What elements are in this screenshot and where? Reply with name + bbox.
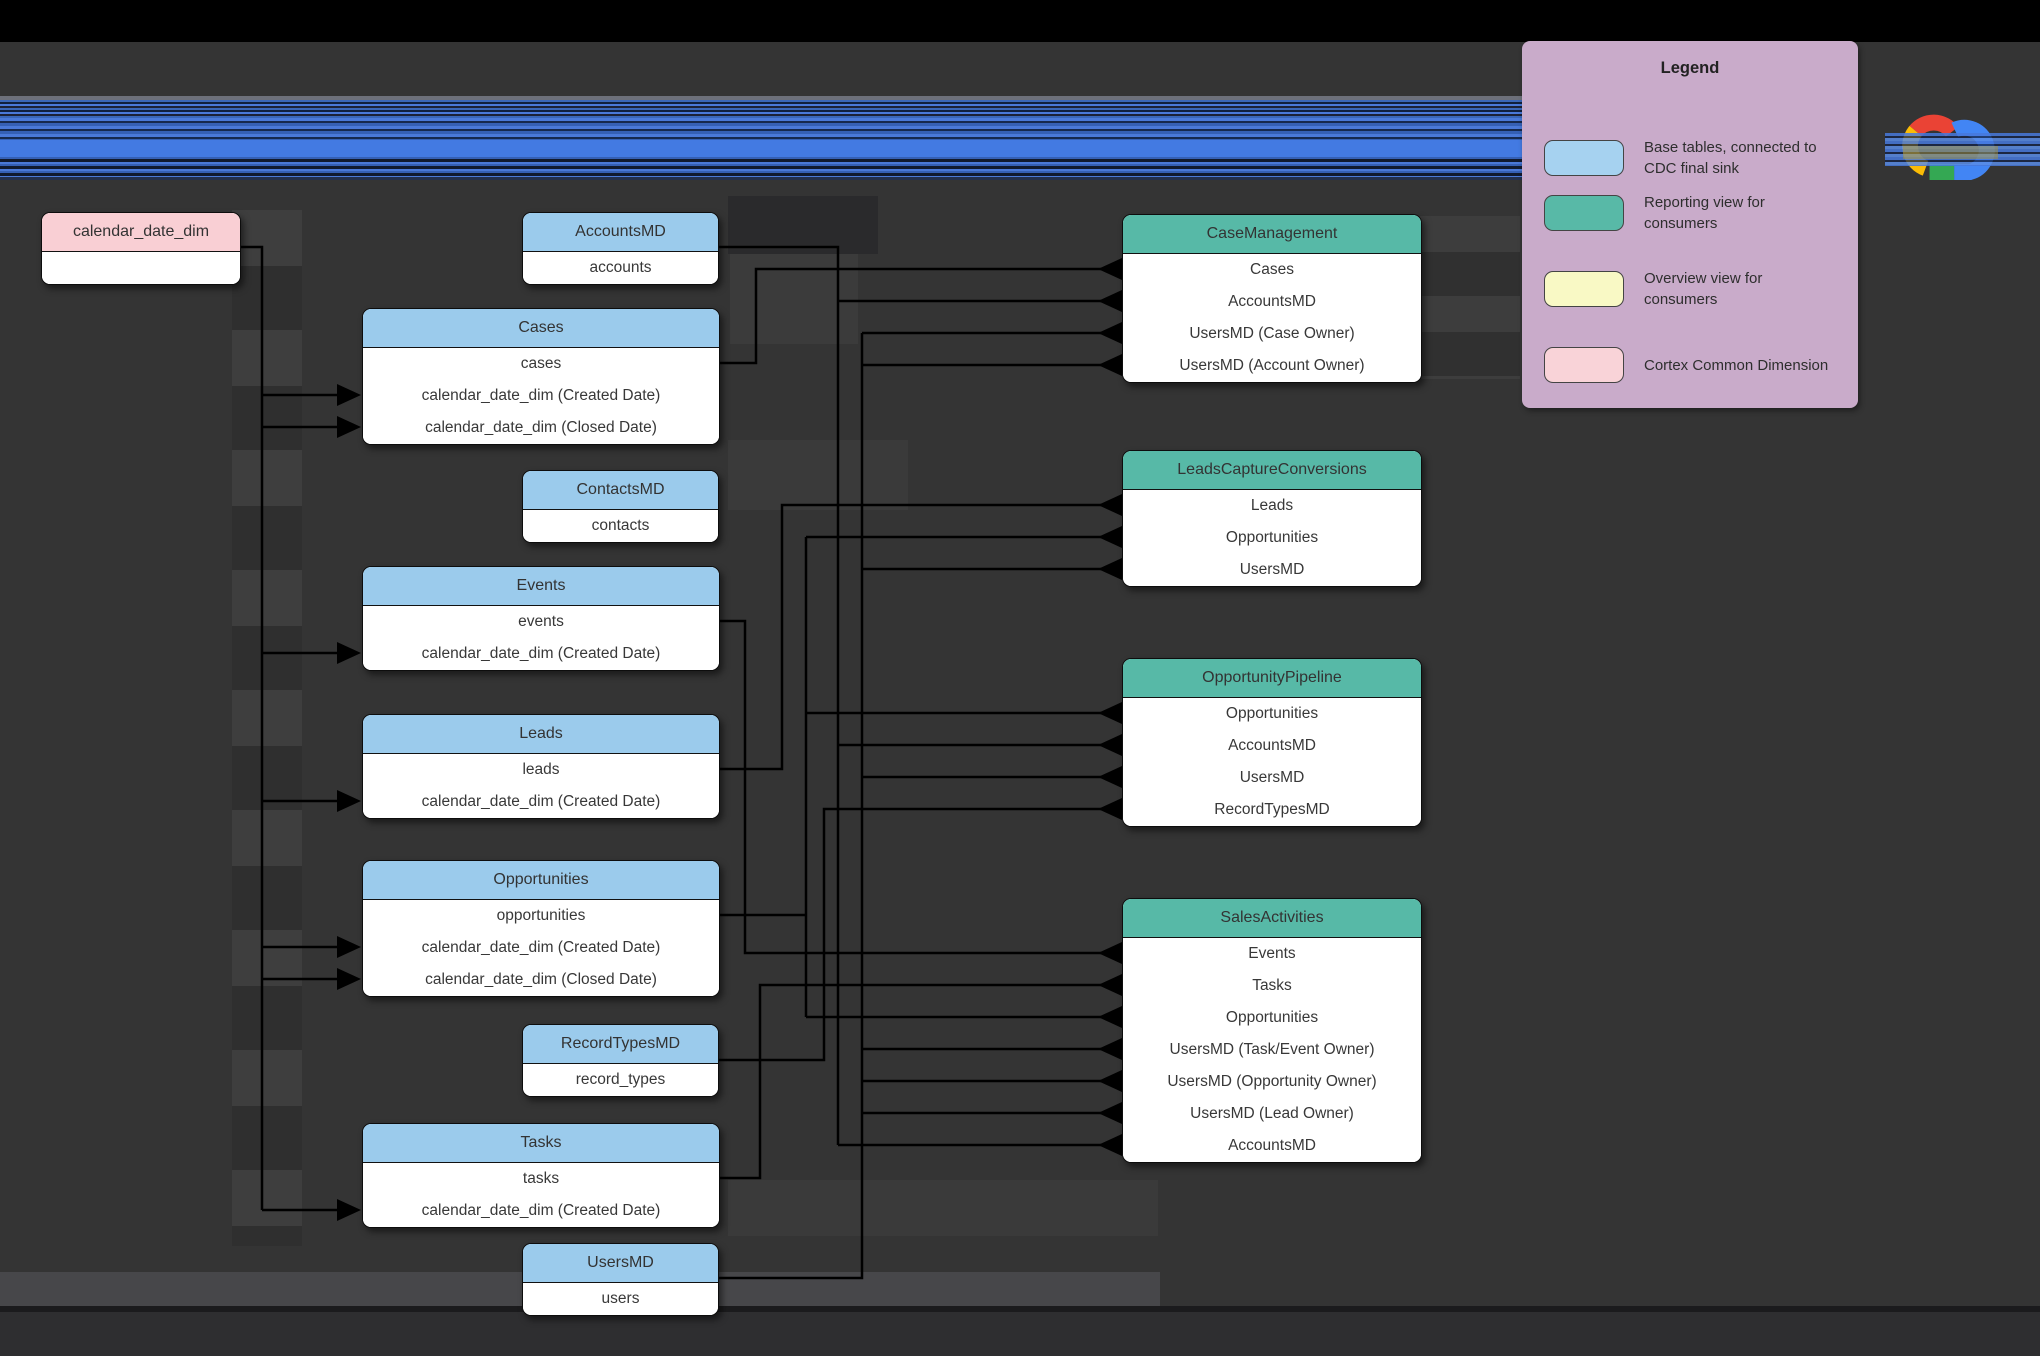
table-opportunities: Opportunities opportunities calendar_dat… <box>362 860 720 997</box>
legend-label: Cortex Common Dimension <box>1644 356 1829 374</box>
table-leads: Leads leads calendar_date_dim (Created D… <box>362 714 720 819</box>
view-row: UsersMD (Task/Event Owner) <box>1123 1034 1421 1066</box>
legend-item: Base tables, connected to CDC final sink <box>1544 137 1836 179</box>
table-header: Leads <box>363 715 719 754</box>
view-row: Opportunities <box>1123 698 1421 730</box>
table-row: calendar_date_dim (Created Date) <box>363 932 719 964</box>
table-header: Opportunities <box>363 861 719 900</box>
overview-view-swatch <box>1544 271 1624 307</box>
table-row: opportunities <box>363 900 719 932</box>
table-row: calendar_date_dim (Created Date) <box>363 1195 719 1227</box>
cortex-dimension-swatch <box>1544 347 1624 383</box>
table-row: calendar_date_dim (Closed Date) <box>363 964 719 996</box>
table-header: Cases <box>363 309 719 348</box>
artifact-band <box>0 1306 2040 1312</box>
table-calendar-date-dim: calendar_date_dim <box>41 212 241 285</box>
view-row: UsersMD (Case Owner) <box>1123 318 1421 350</box>
view-header: CaseManagement <box>1123 215 1421 254</box>
table-cases: Cases cases calendar_date_dim (Created D… <box>362 308 720 445</box>
table-row: calendar_date_dim (Closed Date) <box>363 412 719 444</box>
legend-item: Overview view for consumers <box>1544 268 1836 310</box>
table-header: AccountsMD <box>523 213 718 252</box>
table-row: calendar_date_dim (Created Date) <box>363 786 719 818</box>
view-casemanagement: CaseManagement Cases AccountsMD UsersMD … <box>1122 214 1422 383</box>
table-recordtypesmd: RecordTypesMD record_types <box>522 1024 719 1097</box>
legend-label: Base tables, connected to CDC final sink <box>1644 139 1817 177</box>
view-row: Opportunities <box>1123 1002 1421 1034</box>
view-row: Cases <box>1123 254 1421 286</box>
table-header: Events <box>363 567 719 606</box>
glitch-smear <box>1903 146 1998 159</box>
table-row: calendar_date_dim (Created Date) <box>363 380 719 412</box>
table-header: ContactsMD <box>523 471 718 510</box>
glitch-band <box>0 96 1522 180</box>
legend-item: Reporting view for consumers <box>1544 192 1836 234</box>
legend-panel: Legend Base tables, connected to CDC fin… <box>1522 41 1858 408</box>
table-row: calendar_date_dim (Created Date) <box>363 638 719 670</box>
table-events: Events events calendar_date_dim (Created… <box>362 566 720 671</box>
view-header: SalesActivities <box>1123 899 1421 938</box>
view-header: LeadsCaptureConversions <box>1123 451 1421 490</box>
view-row: UsersMD (Opportunity Owner) <box>1123 1066 1421 1098</box>
legend-label: Reporting view for consumers <box>1644 194 1765 232</box>
table-row: cases <box>363 348 719 380</box>
view-row: Tasks <box>1123 970 1421 1002</box>
table-row: accounts <box>523 252 718 284</box>
view-opportunitypipeline: OpportunityPipeline Opportunities Accoun… <box>1122 658 1422 827</box>
view-leadscaptureconversions: LeadsCaptureConversions Leads Opportunit… <box>1122 450 1422 587</box>
table-header: RecordTypesMD <box>523 1025 718 1064</box>
table-usersmd: UsersMD users <box>522 1243 719 1316</box>
table-header: calendar_date_dim <box>42 213 240 252</box>
view-header: OpportunityPipeline <box>1123 659 1421 698</box>
view-row: Leads <box>1123 490 1421 522</box>
legend-title: Legend <box>1660 59 1720 77</box>
legend-label: Overview view for consumers <box>1644 270 1763 308</box>
artifact-band <box>1420 216 1520 379</box>
artifact-band <box>0 1312 2040 1356</box>
view-row: AccountsMD <box>1123 286 1421 318</box>
top-black-bar <box>0 0 2040 42</box>
reporting-view-swatch <box>1544 195 1624 231</box>
view-row: UsersMD <box>1123 762 1421 794</box>
view-salesactivities: SalesActivities Events Tasks Opportuniti… <box>1122 898 1422 1163</box>
view-row: AccountsMD <box>1123 730 1421 762</box>
view-row: Opportunities <box>1123 522 1421 554</box>
table-accountsmd: AccountsMD accounts <box>522 212 719 285</box>
table-row: leads <box>363 754 719 786</box>
table-contactsmd: ContactsMD contacts <box>522 470 719 543</box>
base-table-swatch <box>1544 140 1624 176</box>
view-row: UsersMD <box>1123 554 1421 586</box>
view-row: UsersMD (Account Owner) <box>1123 350 1421 382</box>
table-tasks: Tasks tasks calendar_date_dim (Created D… <box>362 1123 720 1228</box>
table-header: Tasks <box>363 1124 719 1163</box>
table-body-empty <box>42 252 240 284</box>
table-row: users <box>523 1283 718 1315</box>
view-row: Events <box>1123 938 1421 970</box>
view-row: RecordTypesMD <box>1123 794 1421 826</box>
table-row: record_types <box>523 1064 718 1096</box>
table-row: tasks <box>363 1163 719 1195</box>
table-header: UsersMD <box>523 1244 718 1283</box>
view-row: AccountsMD <box>1123 1130 1421 1162</box>
legend-item: Cortex Common Dimension <box>1544 347 1836 383</box>
artifact-band <box>232 210 302 1246</box>
table-row: events <box>363 606 719 638</box>
table-row: contacts <box>523 510 718 542</box>
view-row: UsersMD (Lead Owner) <box>1123 1098 1421 1130</box>
artifact-band <box>728 196 878 254</box>
